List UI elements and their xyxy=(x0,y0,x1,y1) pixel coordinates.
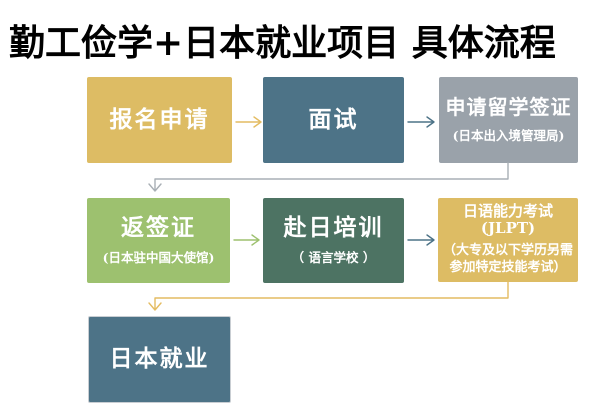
step-label: 面试 xyxy=(308,105,359,133)
step-box-return-visa: 返签证 (日本驻中国大使馆) xyxy=(87,198,230,283)
step-label: 日本就业 xyxy=(109,345,210,373)
step-label: 日语能力考试(JLPT) xyxy=(462,201,553,238)
connector-student-visa-to-return-visa xyxy=(148,162,509,192)
arrow-training-to-jlpt xyxy=(407,234,435,246)
arrow-application-to-interview xyxy=(235,116,262,128)
step-box-japan-employment: 日本就业 xyxy=(88,316,231,403)
step-box-japan-training: 赴日培训 （ 语言学校 ） xyxy=(263,198,404,283)
step-sublabel: （大专及以下学历另需参加特定技能考试） xyxy=(442,243,573,276)
step-label: 返签证 xyxy=(121,213,196,241)
step-sublabel: （ 语言学校 ） xyxy=(291,250,376,266)
connector-jlpt-to-employment xyxy=(148,281,509,311)
step-box-application: 报名申请 xyxy=(87,77,232,163)
step-label: 申请留学签证 xyxy=(445,94,572,119)
step-label: 赴日培训 xyxy=(283,213,384,241)
page-title: 勤工俭学+日本就业项目 具体流程 xyxy=(9,22,556,64)
step-box-jlpt-exam: 日语能力考试(JLPT) （大专及以下学历另需参加特定技能考试） xyxy=(438,198,578,282)
step-box-interview: 面试 xyxy=(263,77,404,163)
step-sublabel: (日本出入境管理局) xyxy=(452,127,565,143)
step-box-student-visa: 申请留学签证 (日本出入境管理局) xyxy=(439,77,578,163)
arrow-interview-to-student-visa xyxy=(407,116,435,128)
step-sublabel: (日本驻中国大使馆) xyxy=(102,250,215,266)
arrow-return-visa-to-training xyxy=(233,234,260,246)
step-label: 报名申请 xyxy=(109,105,210,133)
